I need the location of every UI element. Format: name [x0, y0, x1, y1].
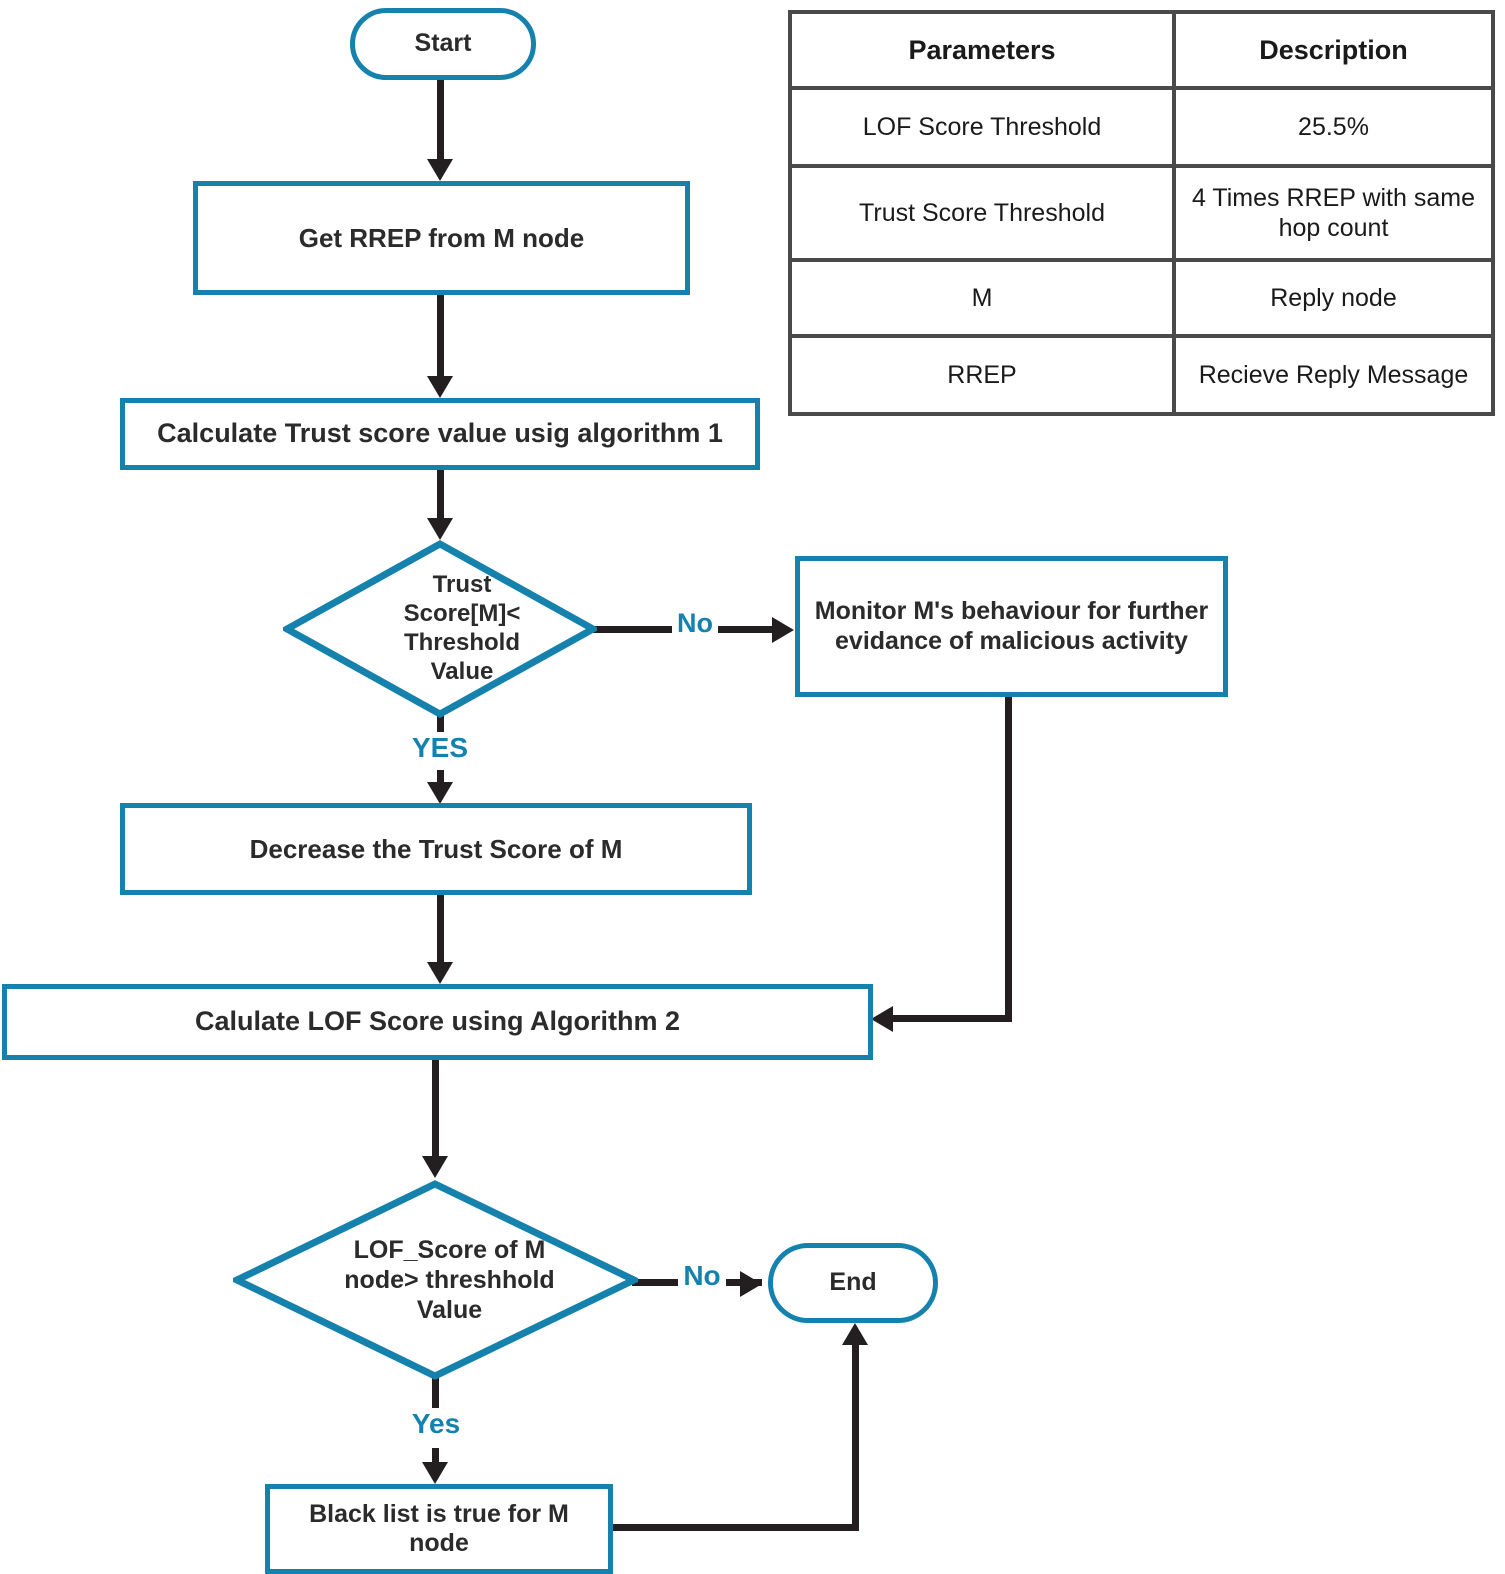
edge-label-trust-yes: YES	[404, 732, 476, 764]
table-row: LOF Score Threshold 25.5%	[788, 86, 1495, 168]
arrowhead-down	[427, 159, 453, 181]
node-decrease-trust-score-label: Decrease the Trust Score of M	[249, 833, 623, 864]
connector-yes-to-decrease-lower	[437, 770, 444, 785]
table-row: RREP Recieve Reply Message	[788, 334, 1495, 416]
node-trust-decision[interactable]: Trust Score[M]< Threshold Value	[283, 540, 597, 718]
table-header-row: Parameters Description	[788, 10, 1495, 90]
cell-parameter: LOF Score Threshold	[788, 86, 1176, 168]
node-calculate-trust-score-label: Calculate Trust score value usig algorit…	[157, 418, 723, 449]
arrowhead-down	[427, 518, 453, 540]
connector-lofdecision-yes	[432, 1375, 439, 1415]
node-blacklist-label: Black list is true for M node	[309, 1499, 569, 1558]
connector-monitor-to-calclof	[893, 1015, 1012, 1022]
node-calculate-lof-score[interactable]: Calulate LOF Score using Algorithm 2	[2, 984, 873, 1060]
node-get-rrep-label: Get RREP from M node	[298, 222, 585, 253]
edge-label-lof-no: No	[678, 1260, 726, 1292]
arrowhead-right	[740, 1271, 762, 1297]
parameters-table: Parameters Description LOF Score Thresho…	[788, 10, 1495, 416]
connector-start-to-getrrep	[437, 78, 444, 163]
arrowhead-down	[427, 782, 453, 804]
node-monitor-behaviour-label: Monitor M's behaviour for further evidan…	[814, 597, 1209, 655]
node-lof-decision-label: LOF_Score of M node> threshhold Value	[344, 1236, 555, 1324]
arrowhead-up	[842, 1323, 868, 1345]
edge-label-lof-yes: Yes	[400, 1408, 472, 1440]
diamond-shape	[233, 1180, 638, 1380]
connector-trustdecision-yes-to-decrease	[437, 712, 444, 740]
column-header-description: Description	[1172, 10, 1495, 90]
arrowhead-right	[772, 617, 794, 643]
node-end-label: End	[829, 1268, 877, 1297]
node-decrease-trust-score[interactable]: Decrease the Trust Score of M	[120, 803, 752, 895]
node-trust-decision-label: Trust Score[M]< Threshold Value	[403, 571, 521, 685]
connector-yes-to-blacklist	[432, 1448, 439, 1465]
connector-calclof-to-lofdecision	[432, 1058, 439, 1162]
node-start[interactable]: Start	[350, 8, 536, 80]
node-monitor-behaviour[interactable]: Monitor M's behaviour for further evidan…	[795, 556, 1228, 697]
node-calculate-trust-score[interactable]: Calculate Trust score value usig algorit…	[120, 398, 760, 470]
diamond-shape	[283, 540, 597, 718]
node-start-label: Start	[414, 29, 472, 58]
cell-description: Recieve Reply Message	[1172, 334, 1495, 416]
cell-description: 4 Times RREP with same hop count	[1172, 164, 1495, 262]
cell-parameter: Trust Score Threshold	[788, 164, 1176, 262]
node-lof-decision[interactable]: LOF_Score of M node> threshhold Value	[233, 1180, 638, 1380]
edge-label-trust-no: No	[672, 608, 718, 639]
arrowhead-down	[422, 1156, 448, 1178]
column-header-parameters: Parameters	[788, 10, 1176, 90]
arrowhead-down	[427, 376, 453, 398]
connector-getrrep-to-calctrust	[437, 293, 444, 380]
cell-parameter: M	[788, 258, 1176, 338]
table-row: M Reply node	[788, 258, 1495, 338]
node-blacklist[interactable]: Black list is true for M node	[265, 1484, 613, 1574]
arrowhead-down	[422, 1462, 448, 1484]
arrowhead-left	[871, 1006, 893, 1032]
connector-decrease-to-calclof	[437, 893, 444, 968]
arrowhead-down	[427, 962, 453, 984]
table-row: Trust Score Threshold 4 Times RREP with …	[788, 164, 1495, 262]
connector-calctrust-to-trustdecision	[437, 468, 444, 522]
connector-monitor-down	[1005, 695, 1012, 1022]
node-end[interactable]: End	[768, 1243, 938, 1323]
cell-parameter: RREP	[788, 334, 1176, 416]
cell-description: 25.5%	[1172, 86, 1495, 168]
node-get-rrep[interactable]: Get RREP from M node	[193, 181, 690, 295]
node-calculate-lof-score-label: Calulate LOF Score using Algorithm 2	[194, 1006, 681, 1037]
connector-blacklist-up	[852, 1345, 859, 1531]
cell-description: Reply node	[1172, 258, 1495, 338]
connector-blacklist-right	[610, 1524, 859, 1531]
